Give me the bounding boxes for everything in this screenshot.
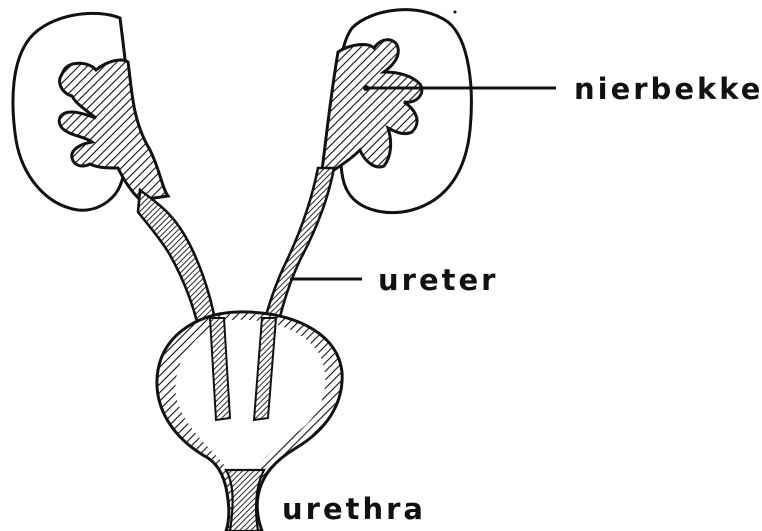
ureter-label: ureter xyxy=(378,263,498,297)
renal-pelvis-label: nierbekken xyxy=(574,72,762,106)
urethra-label: urethra xyxy=(282,492,426,526)
speck xyxy=(454,11,457,14)
renal-pelvis-leader-dot xyxy=(363,85,369,91)
